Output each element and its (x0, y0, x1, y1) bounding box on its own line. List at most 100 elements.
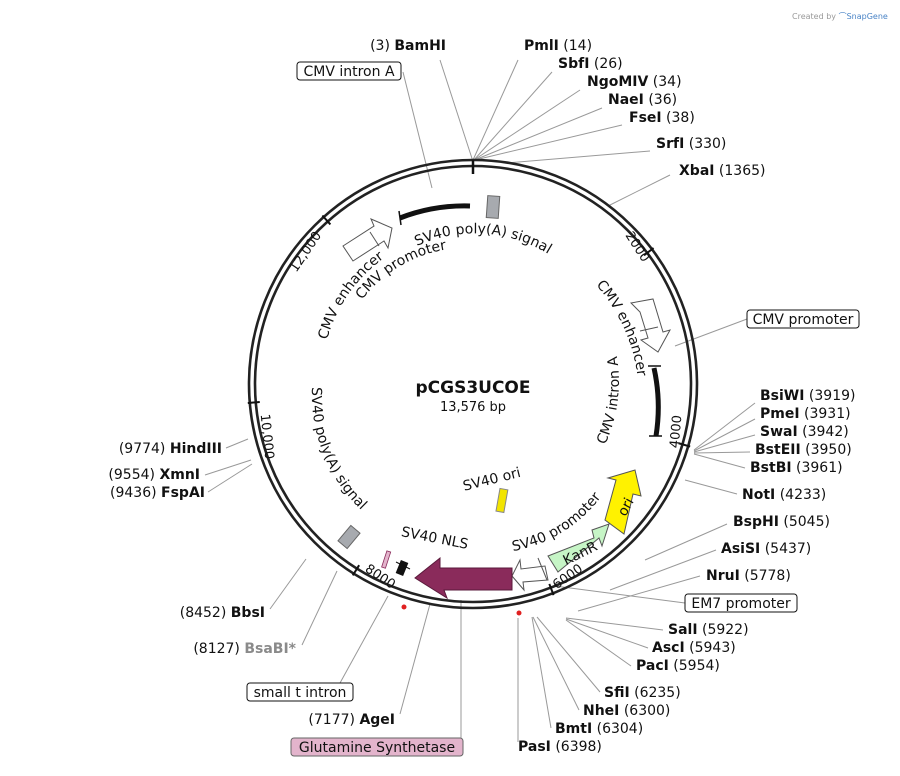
leader-fspai (207, 463, 253, 493)
site-asisi[interactable]: AsiSI (5437) (721, 541, 811, 557)
credit-brand: SnapGene (846, 12, 888, 21)
feature-sv40-nls: SV40 NLS (400, 524, 470, 553)
site-bsteii[interactable]: BstEII (3950) (755, 442, 852, 458)
site-label-pmli: PmlI (14) (524, 38, 592, 54)
site-sfii[interactable]: SfiI (6235) (604, 685, 681, 701)
site-position: (1365) (714, 163, 765, 179)
site-bsphi[interactable]: BspHI (5045) (733, 514, 830, 530)
callout-glutamine-synthetase[interactable]: Glutamine Synthetase (290, 737, 464, 757)
site-name: BstEII (755, 442, 801, 458)
site-fsei[interactable]: FseI (38) (629, 110, 695, 126)
site-naei[interactable]: NaeI (36) (608, 92, 677, 108)
site-label-pasi: PasI (6398) (518, 739, 602, 755)
leader-bsiwi (693, 402, 756, 451)
callout-em7-promoter[interactable]: EM7 promoter (684, 593, 798, 613)
site-position: (9554) (108, 467, 159, 483)
site-xbai[interactable]: XbaI (1365) (679, 163, 766, 179)
leader-sali (565, 617, 664, 631)
site-bstbi[interactable]: BstBI (3961) (750, 460, 843, 476)
site-name: AgeI (359, 712, 395, 728)
callout-box (684, 593, 798, 613)
sv40-nls-box (395, 560, 409, 576)
site-bsiwi[interactable]: BsiWI (3919) (760, 388, 855, 404)
site-position: (8452) (180, 605, 231, 621)
leader-srfi (506, 150, 651, 164)
site-noti[interactable]: NotI (4233) (742, 487, 826, 503)
em7-promoter-mark (537, 557, 548, 581)
site-name: SbfI (558, 56, 589, 72)
site-position: (5045) (779, 514, 830, 530)
site-position: (26) (589, 56, 622, 72)
site-agei[interactable]: (7177) AgeI (308, 712, 395, 728)
credit-prefix: Created by (792, 12, 837, 21)
site-bsabi[interactable]: (8127) BsaBI* (193, 641, 296, 657)
site-pmli[interactable]: PmlI (14) (524, 38, 592, 54)
site-name: SfiI (604, 685, 630, 701)
red-marker-right (516, 610, 522, 616)
callout-text: Glutamine Synthetase (299, 740, 455, 756)
site-hindiii[interactable]: (9774) HindIII (119, 441, 222, 457)
site-pasi[interactable]: PasI (6398) (518, 739, 602, 755)
site-position: (3950) (801, 442, 852, 458)
feature-cmv-enhancer-left: CMV enhancer (315, 248, 386, 341)
site-name: SrfI (656, 136, 684, 152)
site-label-agei: (7177) AgeI (308, 712, 395, 728)
site-bamhi[interactable]: (3) BamHI (370, 38, 446, 54)
site-nrui[interactable]: NruI (5778) (706, 568, 791, 584)
site-srfi[interactable]: SrfI (330) (656, 136, 726, 152)
site-name: BspHI (733, 514, 779, 530)
site-label-bsphi: BspHI (5045) (733, 514, 830, 530)
snapgene-credit: Created by ⌒SnapGene (792, 11, 888, 22)
leader-nrui (577, 575, 701, 612)
site-sali[interactable]: SalI (5922) (668, 622, 749, 638)
site-label-fsei: FseI (38) (629, 110, 695, 126)
site-fspai[interactable]: (9436) FspAI (110, 485, 205, 501)
site-label-naei: NaeI (36) (608, 92, 677, 108)
leader-bbsi (269, 558, 307, 610)
site-asci[interactable]: AscI (5943) (652, 640, 736, 656)
leader-asci (565, 618, 649, 649)
site-position: (3961) (792, 460, 843, 476)
leader-bsphi (644, 523, 728, 561)
site-xmni[interactable]: (9554) XmnI (108, 467, 200, 483)
site-pmei[interactable]: PmeI (3931) (760, 406, 851, 422)
site-label-asisi: AsiSI (5437) (721, 541, 811, 557)
site-label-bsteii: BstEII (3950) (755, 442, 852, 458)
site-label-swai: SwaI (3942) (760, 424, 849, 440)
site-name: AscI (652, 640, 685, 656)
callout-line-em7-promoter (554, 585, 686, 604)
site-label-bsabi: (8127) BsaBI* (193, 641, 296, 657)
callout-text: small t intron (254, 685, 347, 701)
leader-xbai (607, 174, 671, 207)
site-leader-lines (204, 59, 756, 742)
site-position: (5922) (698, 622, 749, 638)
site-bbsi[interactable]: (8452) BbsI (180, 605, 265, 621)
site-nhei[interactable]: NheI (6300) (583, 703, 670, 719)
feature-sv40-ori: SV40 ori (461, 465, 522, 495)
site-position: (3931) (800, 406, 851, 422)
site-position: (8127) (193, 641, 244, 657)
feature-ori: ori (615, 495, 638, 519)
cmv-intron-a-bar (651, 367, 661, 437)
callout-text: EM7 promoter (691, 596, 790, 612)
site-name: FspAI (161, 485, 205, 501)
site-bmti[interactable]: BmtI (6304) (555, 721, 643, 737)
site-sbfi[interactable]: SbfI (26) (558, 56, 623, 72)
site-name: BsiWI (760, 388, 804, 404)
ruler-tick-8000 (351, 564, 361, 576)
callout-small-t-intron[interactable]: small t intron (246, 682, 354, 702)
callout-line-cmv-intron-a (402, 71, 433, 189)
site-swai[interactable]: SwaI (3942) (760, 424, 849, 440)
leader-asisi (609, 549, 717, 591)
callout-cmv-intron-a[interactable]: CMV intron A (296, 61, 402, 81)
site-ngomiv[interactable]: NgoMIV (34) (587, 74, 682, 90)
site-name: BsaBI* (244, 641, 296, 657)
callout-cmv-promoter[interactable]: CMV promoter (746, 309, 860, 329)
snapgene-logo-icon: ⌒ (838, 12, 847, 21)
ruler-label-2000: 2000 (622, 229, 653, 265)
site-paci[interactable]: PacI (5954) (636, 658, 720, 674)
ruler-tick-4000 (678, 442, 691, 448)
sv40-nls-cap (395, 561, 411, 570)
restriction-sites: (3) BamHI PmlI (14) SbfI (26) NgoMIV (34) Na… (108, 38, 855, 755)
